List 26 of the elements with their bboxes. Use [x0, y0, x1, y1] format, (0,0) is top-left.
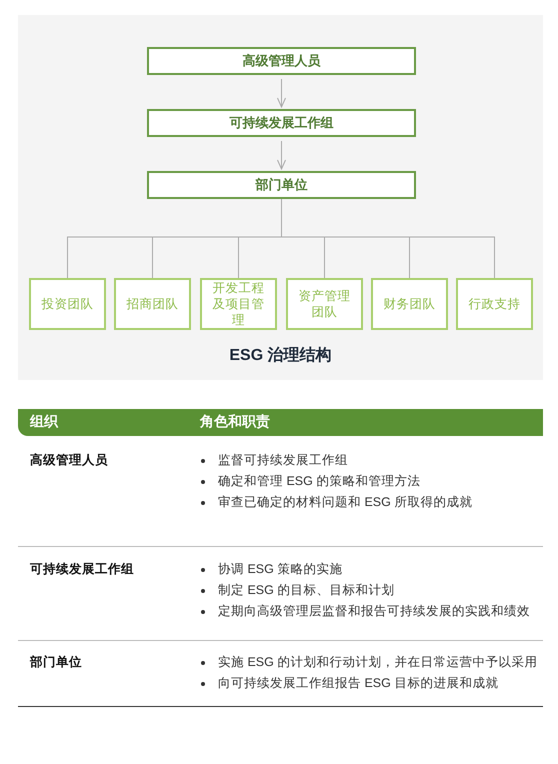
list-item: 协调 ESG 策略的实施 [218, 561, 342, 578]
list-item: 定期向高级管理层监督和报告可持续发展的实践和绩效 [218, 603, 530, 620]
row-heading: 可持续发展工作组 [30, 561, 134, 578]
column-header: 角色和职责 [200, 413, 270, 431]
list-item: 制定 ESG 的目标、目标和计划 [218, 582, 394, 599]
list-item: 确定和管理 ESG 的策略和管理方法 [218, 473, 420, 490]
chart-caption: ESG 治理结构 [228, 346, 333, 366]
arrow [277, 140, 286, 170]
list-item: 实施 ESG 的计划和行动计划，并在日常运营中予以采用 [218, 654, 538, 671]
team-box: 招商团队 [114, 278, 191, 330]
column-header: 组织 [30, 413, 58, 431]
row-heading: 部门单位 [30, 654, 82, 671]
arrow [277, 78, 286, 108]
list-item: 审查已确定的材料问题和 ESG 所取得的成就 [218, 494, 472, 511]
team-box: 财务团队 [371, 278, 448, 330]
team-box: 开发工程及项目管理 [200, 278, 277, 330]
list-item: 向可持续发展工作组报告 ESG 目标的进展和成就 [218, 675, 498, 692]
team-box: 资产管理团队 [286, 278, 363, 330]
connector-line [281, 198, 495, 278]
team-box: 投资团队 [29, 278, 106, 330]
org-level-box: 可持续发展工作组 [147, 109, 416, 137]
team-box: 行政支持 [456, 278, 533, 330]
org-level-box: 部门单位 [147, 171, 416, 199]
list-item: 监督可持续发展工作组 [218, 452, 348, 469]
org-level-box: 高级管理人员 [147, 47, 416, 75]
row-heading: 高级管理人员 [30, 452, 108, 469]
